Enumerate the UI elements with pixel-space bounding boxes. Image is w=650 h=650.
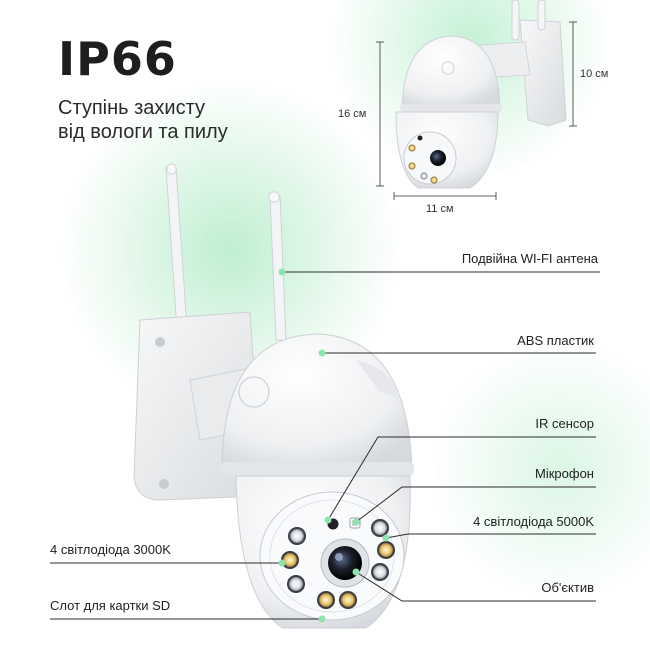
callout-leds-5000k: 4 світлодіода 5000K xyxy=(473,514,594,529)
width-dimension-label: 11 см xyxy=(426,203,454,215)
subtitle-line-2: від вологи та пилу xyxy=(58,121,228,143)
dimension-lines xyxy=(376,21,577,200)
callout-abs-plastic: ABS пластик xyxy=(517,333,594,348)
callout-ir-sensor: IR сенсор xyxy=(535,416,594,431)
subtitle-line-1: Ступінь захисту xyxy=(58,97,205,119)
callout-leaders xyxy=(50,271,600,620)
callout-sd-slot: Слот для картки SD xyxy=(50,598,171,613)
subtitle: Ступінь захисту від вологи та пилу xyxy=(58,96,228,144)
callout-microphone: Мікрофон xyxy=(535,466,594,481)
callout-lens: Об'єктив xyxy=(541,580,594,595)
page-title: IP66 xyxy=(58,32,177,86)
callout-antenna: Подвійна WI-FI антена xyxy=(461,251,598,266)
height-dimension-label: 16 см xyxy=(338,108,367,120)
large-camera xyxy=(133,163,414,629)
depth-dimension-label: 10 см xyxy=(580,68,609,80)
callout-anchors xyxy=(278,268,390,623)
small-camera xyxy=(395,0,567,189)
callout-leds-3000k: 4 світлодіода 3000K xyxy=(50,542,171,557)
